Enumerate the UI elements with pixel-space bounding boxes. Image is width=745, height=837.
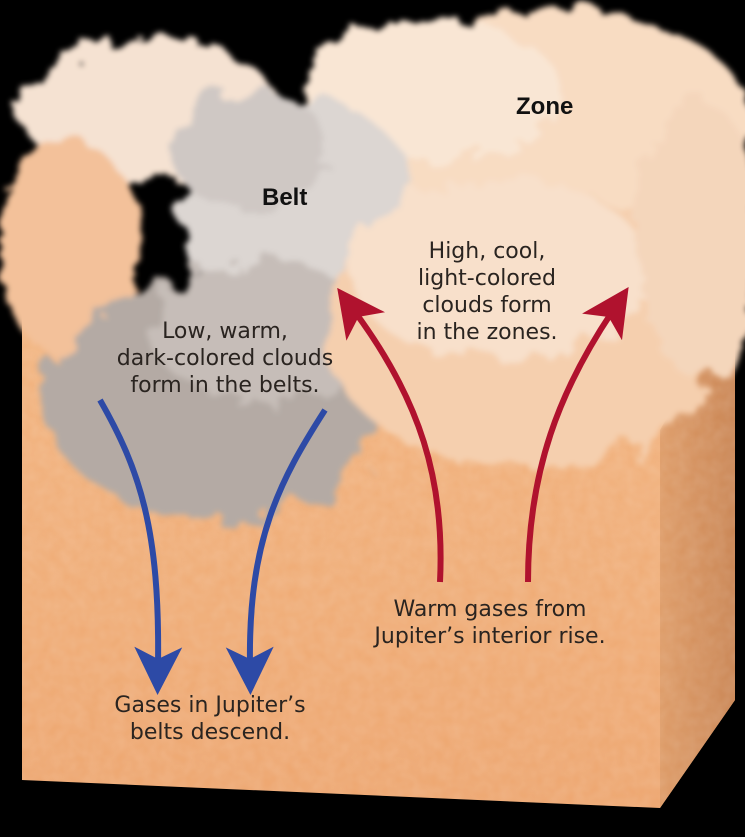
low-clouds-label: Low, warm, dark-colored clouds form in t… — [110, 318, 340, 399]
belt-label: Belt — [262, 184, 307, 211]
gases-descend-label: Gases in Jupiter’s belts descend. — [90, 692, 330, 746]
zone-label: Zone — [516, 93, 573, 120]
warm-gases-label: Warm gases from Jupiter’s interior rise. — [355, 596, 625, 650]
high-clouds-label: High, cool, light-colored clouds form in… — [402, 238, 572, 346]
cloud-layer — [0, 10, 745, 520]
